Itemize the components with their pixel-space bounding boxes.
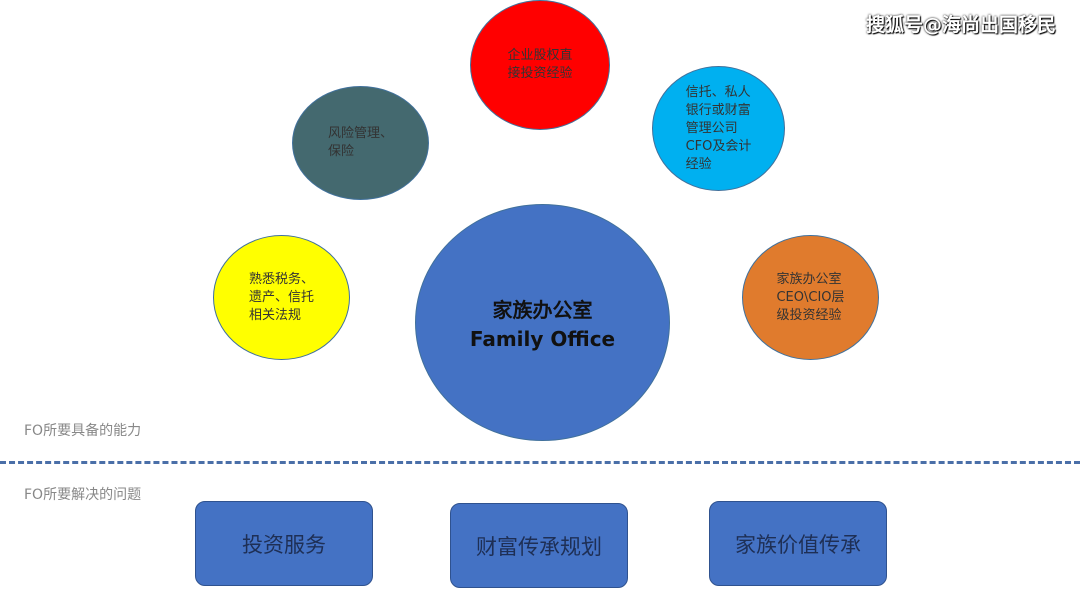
ability-ceo-cio: 家族办公室 CEO\CIO层 级投资经验 (742, 235, 879, 360)
label-abilities: FO所要具备的能力 (24, 423, 142, 439)
ability-equity-investment: 企业股权直 接投资经验 (470, 0, 610, 130)
watermark: 搜狐号@海尚出国移民 (865, 14, 1056, 36)
ability-trust-cfo: 信托、私人 银行或财富 管理公司 CFO及会计 经验 (652, 66, 785, 191)
ability-text: 熟悉税务、 遗产、信托 相关法规 (248, 271, 314, 323)
problem-family-values: 家族价值传承 (709, 501, 887, 586)
divider (0, 461, 1080, 464)
ability-risk-management: 风险管理、 保险 (292, 86, 429, 200)
ability-text: 信托、私人 银行或财富 管理公司 CFO及会计 经验 (685, 84, 752, 172)
problem-wealth-succession: 财富传承规划 (450, 503, 628, 588)
ability-tax-law: 熟悉税务、 遗产、信托 相关法规 (213, 235, 350, 360)
ability-text: 风险管理、 保险 (327, 126, 393, 159)
label-problems: FO所要解决的问题 (24, 487, 142, 503)
ability-text: 家族办公室 CEO\CIO层 级投资经验 (776, 271, 845, 323)
family-office-center: 家族办公室 Family Office (415, 204, 670, 441)
center-title-en: Family Office (469, 327, 616, 351)
ability-text: 企业股权直 接投资经验 (507, 48, 573, 81)
center-title-cn: 家族办公室 (492, 298, 593, 322)
problem-investment-service: 投资服务 (195, 501, 373, 586)
